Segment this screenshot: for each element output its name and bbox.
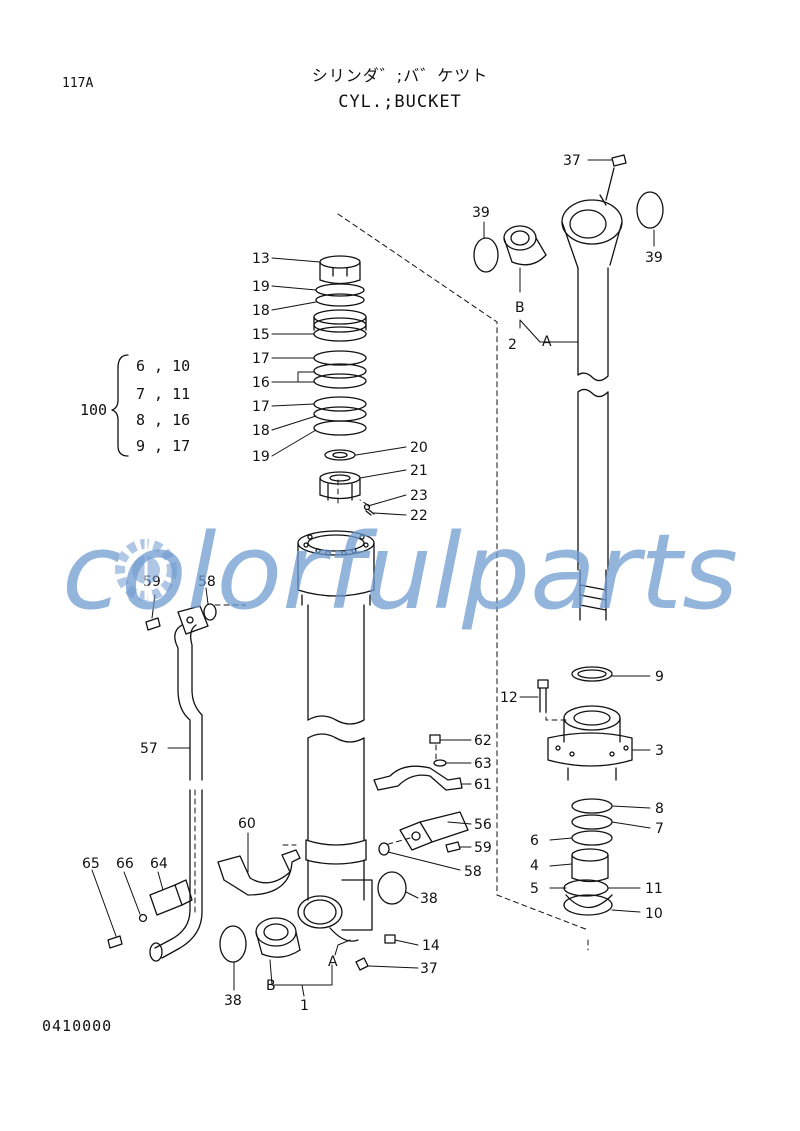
seal-kit-row-3: 8 , 16 bbox=[136, 411, 191, 429]
drawing-number: 0410000 bbox=[42, 1017, 113, 1035]
callout-37b: 37 bbox=[420, 961, 438, 977]
bolt-59a bbox=[145, 617, 161, 631]
pipe-57 bbox=[149, 624, 203, 962]
callout-13: 13 bbox=[252, 251, 270, 267]
rod-packing-9 bbox=[571, 666, 613, 682]
callout-39a: 39 bbox=[472, 205, 490, 221]
seal-kit-row-2: 7 , 11 bbox=[136, 385, 191, 403]
callout-57: 57 bbox=[140, 741, 158, 757]
o-ring-38a bbox=[219, 925, 247, 963]
o-ring-39b bbox=[636, 191, 664, 229]
clamp-60 bbox=[217, 849, 301, 896]
callout-22: 22 bbox=[410, 508, 428, 524]
callout-8: 8 bbox=[655, 801, 664, 817]
set-screw-22-23 bbox=[363, 503, 375, 516]
watermark-text: colorfulparts bbox=[62, 511, 738, 633]
flange-block-top bbox=[177, 605, 209, 635]
ring-19b bbox=[313, 420, 367, 436]
callout-3: 3 bbox=[655, 743, 664, 759]
callout-9: 9 bbox=[655, 669, 664, 685]
bushing-2b bbox=[503, 225, 547, 266]
o-ring-38b bbox=[377, 871, 407, 905]
callout-15: 15 bbox=[252, 327, 270, 343]
bolt-65 bbox=[107, 935, 123, 949]
callout-60: 60 bbox=[238, 816, 256, 832]
callout-64: 64 bbox=[150, 856, 168, 872]
title-english: CYL.;BUCKET bbox=[338, 92, 462, 112]
ring-16a bbox=[313, 363, 367, 379]
piston-rod bbox=[561, 194, 623, 621]
ring-16b bbox=[313, 373, 367, 389]
clamp-61 bbox=[373, 765, 463, 791]
seal-kit-brace bbox=[111, 354, 129, 457]
callout-18a: 18 bbox=[252, 303, 270, 319]
seal-kit-number: 100 bbox=[80, 401, 108, 419]
gear-logo-icon bbox=[115, 535, 177, 601]
socket-bolt-12 bbox=[537, 679, 549, 713]
ring-18a bbox=[315, 293, 365, 307]
callout-62: 62 bbox=[474, 733, 492, 749]
callout-16: 16 bbox=[252, 375, 270, 391]
callout-5: 5 bbox=[530, 881, 539, 897]
callout-10: 10 bbox=[645, 906, 663, 922]
washer-20 bbox=[324, 449, 356, 461]
clamp-block-64 bbox=[149, 879, 193, 916]
callout-A-tube: A bbox=[328, 954, 338, 970]
callout-19b: 19 bbox=[252, 449, 270, 465]
callout-38b: 38 bbox=[224, 993, 242, 1009]
callout-65: 65 bbox=[82, 856, 100, 872]
callout-6: 6 bbox=[530, 833, 539, 849]
seal-kit-row-4: 9 , 17 bbox=[136, 437, 191, 455]
bushing-1b bbox=[255, 917, 301, 958]
flange-56 bbox=[399, 811, 469, 851]
callout-2: 2 bbox=[508, 337, 517, 353]
bolt-59b bbox=[445, 841, 461, 853]
title-japanese: シリンダ゛;バ゛ケツト bbox=[311, 66, 489, 85]
callout-labels: 13 19 18 15 17 16 17 18 19 20 21 23 22 3… bbox=[82, 153, 664, 1014]
callout-38a: 38 bbox=[420, 891, 438, 907]
callout-12: 12 bbox=[500, 690, 518, 706]
callout-B-tube: B bbox=[266, 978, 276, 994]
o-ring-39a bbox=[473, 237, 499, 273]
callout-14: 14 bbox=[422, 938, 440, 954]
o-ring-58a bbox=[203, 603, 217, 621]
grease-fitting-14 bbox=[384, 934, 396, 944]
callout-4: 4 bbox=[530, 858, 539, 874]
callout-37a: 37 bbox=[563, 153, 581, 169]
callout-56: 56 bbox=[474, 817, 492, 833]
callout-66: 66 bbox=[116, 856, 134, 872]
seal-kit-row-1: 6 , 10 bbox=[136, 357, 191, 375]
page-code: 117A bbox=[62, 76, 94, 91]
callout-23: 23 bbox=[410, 488, 428, 504]
callout-39b: 39 bbox=[645, 250, 663, 266]
washer-66 bbox=[138, 913, 148, 923]
cylinder-tube bbox=[297, 530, 375, 942]
callout-61: 61 bbox=[474, 777, 492, 793]
callout-A-rod: A bbox=[542, 334, 552, 350]
callout-7: 7 bbox=[655, 821, 664, 837]
grease-fitting-37a bbox=[605, 154, 627, 201]
callout-1: 1 bbox=[300, 998, 309, 1014]
callout-21: 21 bbox=[410, 463, 428, 479]
callout-59b: 59 bbox=[474, 840, 492, 856]
callout-18b: 18 bbox=[252, 423, 270, 439]
cylinder-head-3 bbox=[547, 705, 633, 781]
callout-17a: 17 bbox=[252, 351, 270, 367]
callout-19a: 19 bbox=[252, 279, 270, 295]
callout-B-rod: B bbox=[515, 300, 525, 316]
nut-21 bbox=[319, 471, 361, 501]
callout-58a: 58 bbox=[198, 574, 216, 590]
callout-63: 63 bbox=[474, 756, 492, 772]
callout-58b: 58 bbox=[464, 864, 482, 880]
callout-20: 20 bbox=[410, 440, 428, 456]
o-ring-58b bbox=[378, 842, 390, 856]
callout-17b: 17 bbox=[252, 399, 270, 415]
callout-11: 11 bbox=[645, 881, 663, 897]
